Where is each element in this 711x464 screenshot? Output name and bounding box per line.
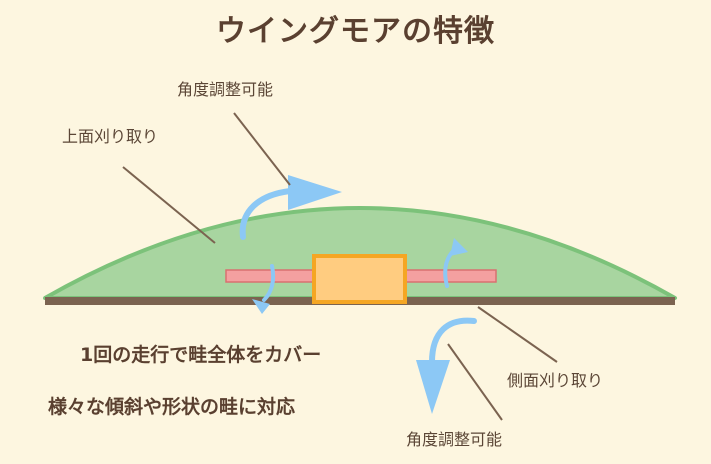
feature-slope-support: 様々な傾斜や形状の畦に対応 (48, 396, 296, 418)
diagram-title: ウイングモアの特徴 (216, 14, 495, 49)
label-side-cut: 側面刈り取り (507, 371, 604, 390)
left-pivot-arrow (252, 264, 276, 314)
bottom-angle-arrow (416, 317, 477, 414)
leader-top-angle (233, 112, 291, 186)
label-bottom-angle: 角度調整可能 (406, 430, 503, 449)
leader-top-cut (122, 166, 216, 244)
mower-body (312, 254, 407, 304)
leader-side-cut (477, 306, 558, 363)
label-top-cut: 上面刈り取り (62, 127, 159, 146)
right-pivot-arrow (443, 238, 468, 288)
top-angle-arrow (239, 175, 342, 240)
ridge-shape (43, 206, 677, 300)
feature-full-coverage: 1回の走行で畦全体をカバー (80, 344, 322, 366)
label-top-angle: 角度調整可能 (177, 80, 274, 99)
leader-bottom-angle (447, 343, 503, 421)
